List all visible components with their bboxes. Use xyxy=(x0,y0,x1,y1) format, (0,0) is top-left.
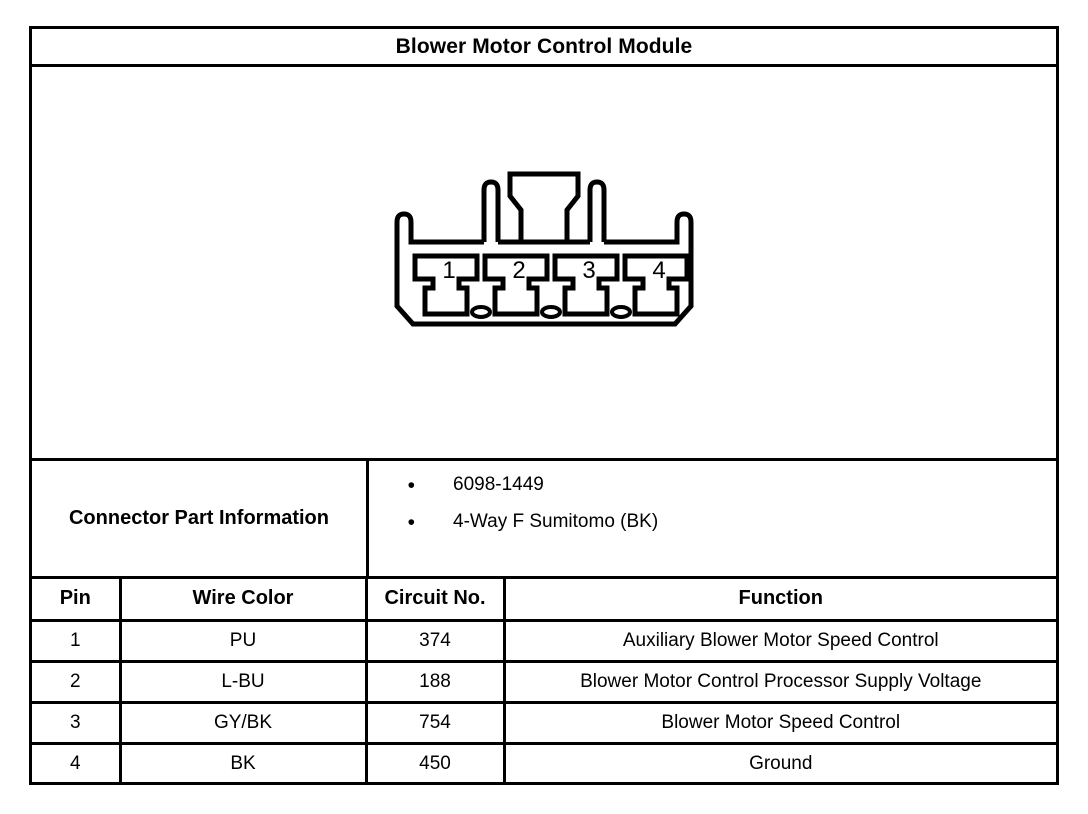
column-header-circuit-no: Circuit No. xyxy=(364,579,506,622)
connector-part-information-label-cell: Connector Part Information xyxy=(32,461,369,576)
cell-pin: 1 xyxy=(32,618,122,663)
column-header-wire-color: Wire Color xyxy=(118,579,368,622)
sheet-title-row: Blower Motor Control Module xyxy=(32,29,1056,67)
table-row: 4 BK 450 Ground xyxy=(32,741,1056,784)
keyway-hole-3-icon xyxy=(610,304,632,319)
post-left-icon xyxy=(481,178,501,242)
cell-circuit-no: 754 xyxy=(364,700,506,745)
page-title: Blower Motor Control Module xyxy=(395,34,693,58)
connector-information-sheet: Blower Motor Control Module xyxy=(29,26,1059,785)
connector-body-outline xyxy=(394,241,694,326)
column-header-pin: Pin xyxy=(32,579,122,622)
connector-part-information-values: • 6098-1449 • 4-Way F Sumitomo (BK) xyxy=(369,461,1056,576)
cavity-number-group: 1 2 3 4 xyxy=(442,257,665,284)
keyway-hole-2-icon xyxy=(540,304,562,319)
cavity-number-3: 3 xyxy=(582,257,595,284)
cell-pin: 2 xyxy=(32,659,122,704)
cell-function: Blower Motor Control Processor Supply Vo… xyxy=(502,659,1056,704)
cell-function: Ground xyxy=(502,741,1056,784)
table-row: 2 L-BU 188 Blower Motor Control Processo… xyxy=(32,659,1056,704)
cavity-number-2: 2 xyxy=(512,257,525,284)
connector-part-information-row: Connector Part Information • 6098-1449 •… xyxy=(32,461,1056,579)
keyway-hole-1-icon xyxy=(470,304,492,319)
cell-wire-color: GY/BK xyxy=(118,700,368,745)
cell-function: Blower Motor Speed Control xyxy=(502,700,1056,745)
table-row: 3 GY/BK 754 Blower Motor Speed Control xyxy=(32,700,1056,745)
cavity-number-4: 4 xyxy=(652,257,665,284)
cavity-2-icon xyxy=(482,253,550,316)
column-header-function: Function xyxy=(502,579,1056,622)
cell-circuit-no: 450 xyxy=(364,741,506,784)
connector-part-item: • 6098-1449 xyxy=(369,475,1056,496)
table-header-row: Pin Wire Color Circuit No. Function xyxy=(32,579,1056,622)
connector-top-edge xyxy=(394,210,694,244)
cell-function: Auxiliary Blower Motor Speed Control xyxy=(502,618,1056,663)
connector-part-number: 6098-1449 xyxy=(453,474,544,495)
cell-circuit-no: 374 xyxy=(364,618,506,663)
connector-part-information-label: Connector Part Information xyxy=(68,507,329,529)
connector-figure-wrap: 1 2 3 4 xyxy=(32,67,1056,458)
cell-wire-color: BK xyxy=(118,741,368,784)
connector-part-description: 4-Way F Sumitomo (BK) xyxy=(453,511,659,532)
cavity-1-icon xyxy=(412,253,480,316)
bullet-icon: • xyxy=(407,474,415,497)
cell-wire-color: PU xyxy=(118,618,368,663)
pin-assignment-table: Pin Wire Color Circuit No. Function 1 PU… xyxy=(32,579,1056,784)
table-row: 1 PU 374 Auxiliary Blower Motor Speed Co… xyxy=(32,618,1056,663)
latch-tab-icon xyxy=(507,171,581,244)
cell-circuit-no: 188 xyxy=(364,659,506,704)
cavity-number-1: 1 xyxy=(442,257,455,284)
cavity-4-icon xyxy=(622,253,690,316)
connector-figure-row: 1 2 3 4 xyxy=(32,67,1056,461)
connector-diagram: 1 2 3 4 xyxy=(394,171,694,326)
cell-pin: 3 xyxy=(32,700,122,745)
cavity-3-icon xyxy=(552,253,620,316)
post-right-icon xyxy=(587,178,607,242)
connector-part-item: • 4-Way F Sumitomo (BK) xyxy=(369,512,1056,533)
cell-pin: 4 xyxy=(32,741,122,784)
cell-wire-color: L-BU xyxy=(118,659,368,704)
bullet-icon: • xyxy=(407,511,415,534)
